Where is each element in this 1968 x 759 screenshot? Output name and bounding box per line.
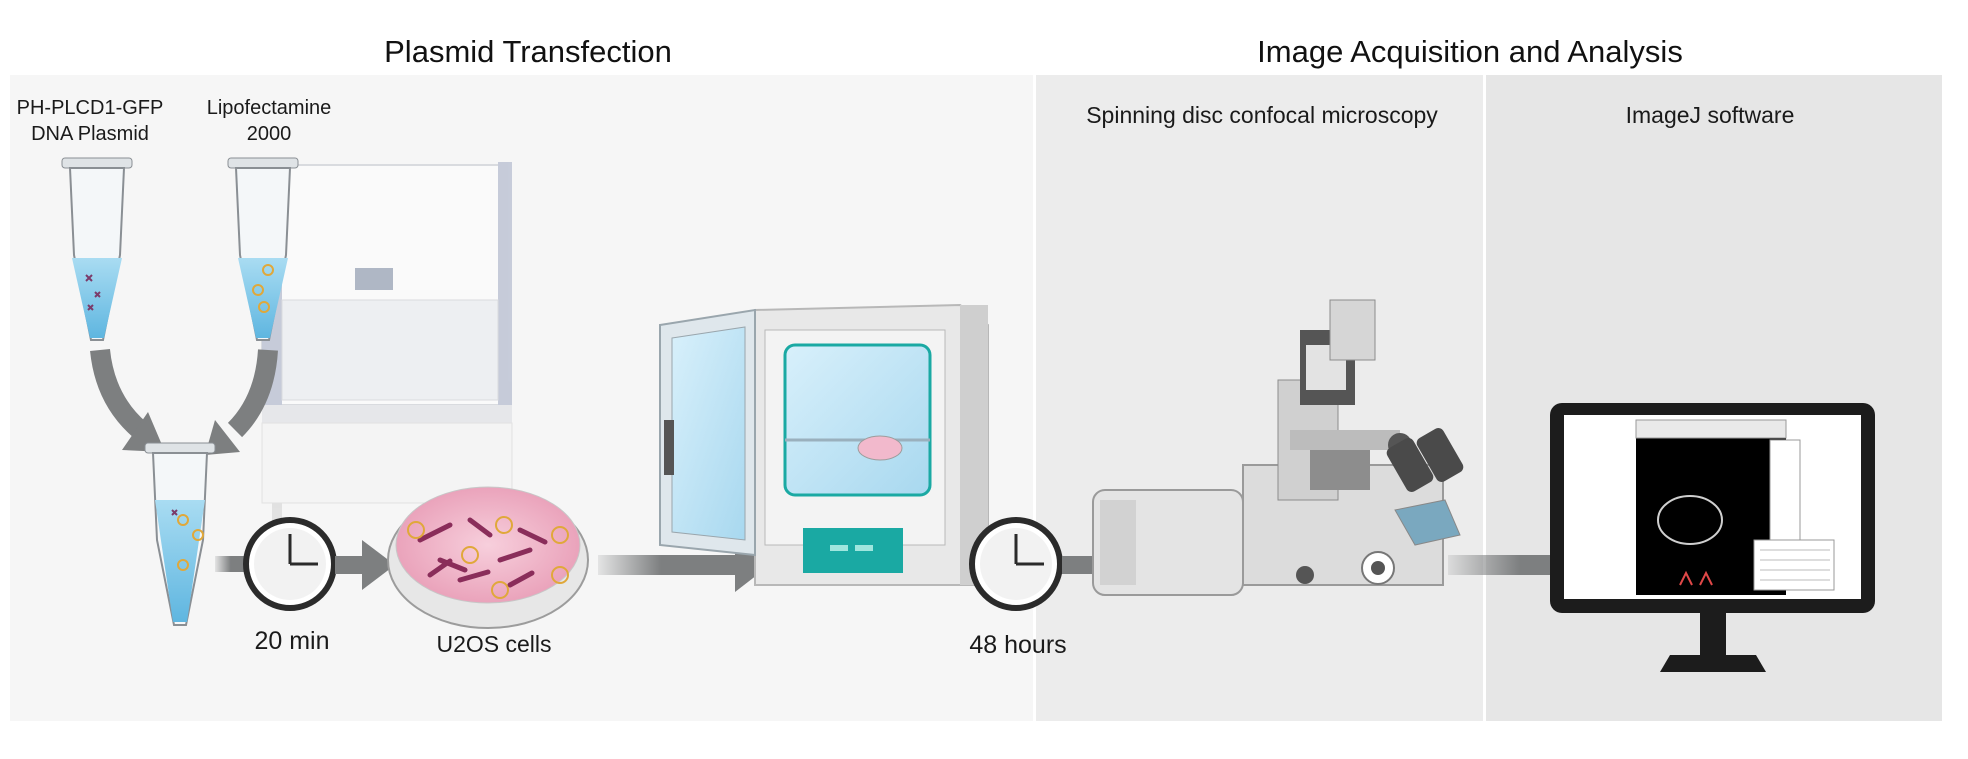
- acquisition-title: Image Acquisition and Analysis: [1257, 34, 1683, 69]
- plasmid-label: PH-PLCD1-GFP DNA Plasmid: [17, 95, 164, 147]
- lipofectamine-label: Lipofectamine 2000: [207, 95, 332, 147]
- arrow-clock-to-dish: [335, 556, 365, 574]
- mixing-tube: [144, 442, 216, 626]
- petri-dish: [387, 486, 589, 629]
- confocal-microscope: [1092, 299, 1464, 596]
- curved-arrow-left: [90, 348, 147, 438]
- microscopy-label: Spinning disc confocal microscopy: [1086, 102, 1438, 128]
- arrow-tube-to-clock: [215, 556, 250, 572]
- imagej-monitor: [1550, 403, 1875, 672]
- clock-48h-icon: [969, 517, 1063, 611]
- lipofectamine-tube: [227, 157, 299, 341]
- clock-20min-icon: [243, 517, 337, 611]
- arrow-dish-to-incubator: [598, 555, 738, 575]
- incubation-48h-label: 48 hours: [969, 631, 1067, 659]
- transfection-title: Plasmid Transfection: [384, 34, 672, 69]
- plasmid-label-line2: DNA Plasmid: [31, 123, 149, 145]
- curved-arrow-right: [227, 349, 278, 438]
- incubation-20min-label: 20 min: [254, 627, 330, 655]
- software-label: ImageJ software: [1625, 102, 1795, 128]
- lipofectamine-label-line1: Lipofectamine: [206, 97, 332, 119]
- cells-label: U2OS cells: [436, 631, 552, 657]
- biosafety-cabinet: [261, 162, 513, 543]
- microscopy-panel: [1036, 75, 1483, 721]
- plasmid-tube: [61, 157, 133, 341]
- plasmid-label-line1: PH-PLCD1-GFP: [16, 97, 164, 119]
- lipofectamine-label-line2: 2000: [246, 123, 292, 145]
- incubator: [659, 303, 989, 586]
